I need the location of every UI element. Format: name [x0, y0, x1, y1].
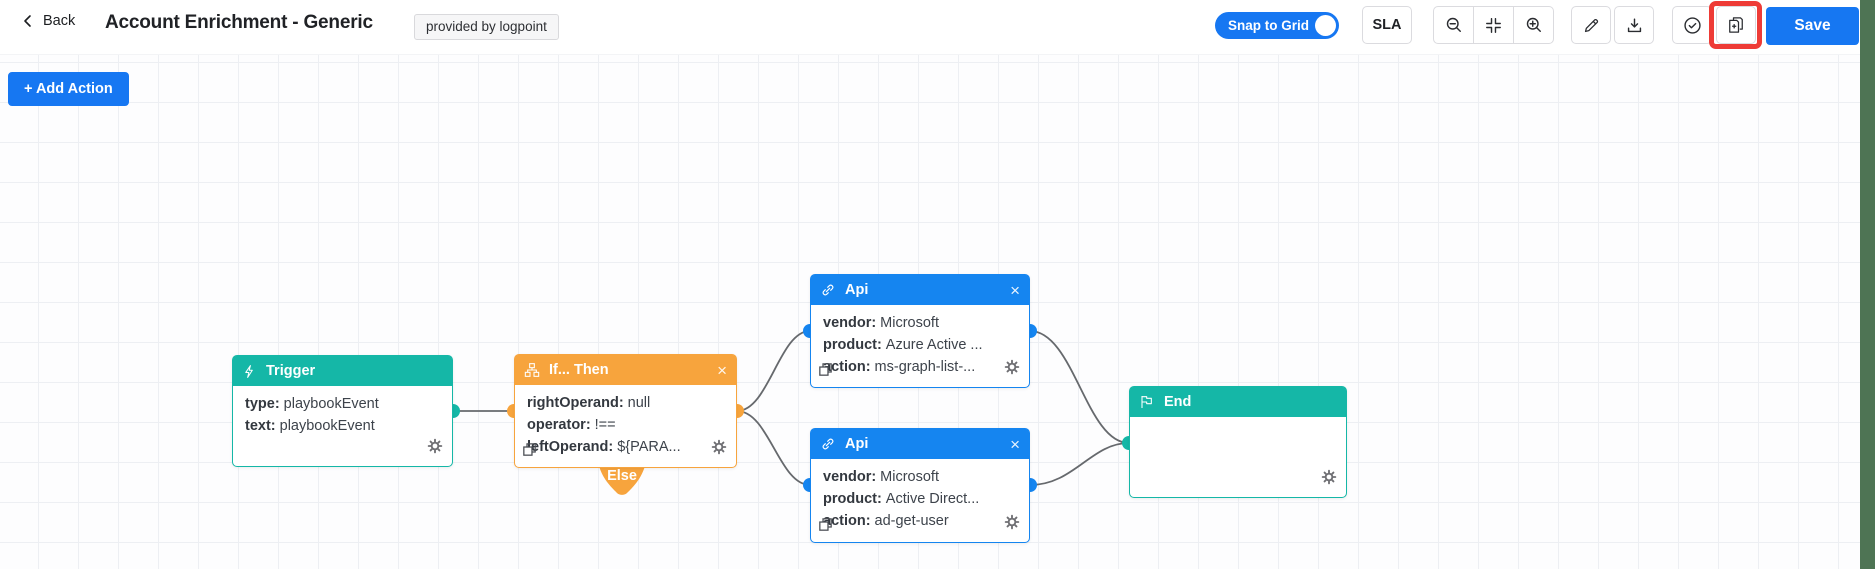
close-icon[interactable]: × — [717, 360, 727, 380]
node-field: text:playbookEvent — [245, 418, 375, 434]
duplicate-icon[interactable] — [817, 361, 834, 383]
node-if-then[interactable]: If... Then × rightOperand:null operator:… — [514, 354, 737, 468]
flag-icon — [1141, 396, 1152, 408]
node-api-bottom-body: vendor:Microsoft product:Active Direct..… — [811, 459, 1029, 542]
sla-button[interactable]: SLA — [1362, 6, 1412, 44]
zoom-out-icon — [1446, 17, 1461, 32]
node-field: action:ad-get-user — [823, 513, 949, 529]
save-button[interactable]: Save — [1766, 7, 1859, 45]
node-field: type:playbookEvent — [245, 396, 379, 412]
node-field: vendor:Microsoft — [823, 315, 939, 331]
node-field: product:Active Direct... — [823, 491, 980, 507]
node-title: If... Then — [549, 362, 609, 378]
node-title: Api — [845, 282, 869, 298]
zoom-controls — [1433, 6, 1554, 44]
pencil-icon — [1584, 18, 1598, 32]
link-icon — [822, 438, 834, 450]
gear-icon[interactable] — [711, 439, 727, 460]
node-if-then-body: rightOperand:null operator:!== leftOpera… — [515, 385, 736, 467]
node-end-body — [1130, 417, 1346, 497]
node-field: product:Azure Active ... — [823, 337, 983, 353]
node-field: leftOperand:${PARA... — [527, 439, 681, 455]
else-drop-shape — [599, 466, 645, 495]
download-icon — [1627, 17, 1641, 32]
node-if-then-header: If... Then × — [515, 355, 736, 385]
node-title: Api — [845, 436, 869, 452]
chevron-left-icon — [24, 15, 31, 27]
node-api-top-header: Api × — [811, 275, 1029, 305]
document-plus-icon — [1729, 17, 1743, 33]
fit-to-screen-icon — [1486, 17, 1501, 33]
node-api-top[interactable]: Api × vendor:Microsoft product:Azure Act… — [810, 274, 1030, 388]
else-output-port[interactable]: Else — [594, 466, 650, 499]
duplicate-icon[interactable] — [521, 441, 538, 463]
export-document-button[interactable] — [1716, 6, 1756, 44]
node-field: vendor:Microsoft — [823, 469, 939, 485]
node-api-top-body: vendor:Microsoft product:Azure Active ..… — [811, 305, 1029, 387]
add-action-button[interactable]: + Add Action — [8, 72, 129, 106]
snap-to-grid-toggle[interactable]: Snap to Grid — [1215, 12, 1339, 39]
toolbar: Back Account Enrichment - Generic provid… — [0, 0, 1875, 55]
close-icon[interactable]: × — [1010, 280, 1020, 300]
download-button[interactable] — [1614, 6, 1654, 44]
node-field: rightOperand:null — [527, 395, 651, 411]
gear-icon[interactable] — [1004, 514, 1020, 535]
sitemap-icon — [524, 363, 540, 377]
node-title: End — [1164, 394, 1192, 410]
node-title: Trigger — [266, 363, 316, 379]
page-title: Account Enrichment - Generic — [105, 12, 373, 33]
zoom-in-button[interactable] — [1513, 6, 1554, 44]
node-field: action:ms-graph-list-... — [823, 359, 976, 375]
check-circle-icon — [1683, 16, 1701, 34]
node-end-header: End — [1130, 387, 1346, 417]
fit-to-screen-button[interactable] — [1473, 6, 1514, 44]
node-field: operator:!== — [527, 417, 616, 433]
zoom-out-button[interactable] — [1433, 6, 1474, 44]
back-label: Back — [43, 13, 76, 29]
gear-icon[interactable] — [1321, 469, 1337, 490]
provider-badge: provided by logpoint — [414, 14, 559, 40]
node-end[interactable]: End — [1129, 386, 1347, 498]
node-api-bottom-header: Api × — [811, 429, 1029, 459]
else-label: Else — [607, 468, 637, 484]
snap-to-grid-label: Snap to Grid — [1228, 18, 1309, 33]
lightning-icon — [245, 364, 253, 378]
screen-edge-strip — [1860, 0, 1875, 569]
toggle-knob — [1315, 15, 1336, 36]
edit-button[interactable] — [1571, 6, 1611, 44]
validate-button[interactable] — [1672, 6, 1712, 44]
node-trigger-body: type:playbookEvent text:playbookEvent — [233, 386, 452, 466]
gear-icon[interactable] — [1004, 359, 1020, 380]
back-button[interactable]: Back — [20, 13, 75, 29]
node-trigger[interactable]: Trigger type:playbookEvent text:playbook… — [232, 355, 453, 467]
node-trigger-header: Trigger — [233, 356, 452, 386]
zoom-in-icon — [1526, 17, 1541, 32]
duplicate-icon[interactable] — [817, 516, 834, 538]
sla-label: SLA — [1372, 17, 1402, 33]
link-icon — [822, 284, 834, 296]
node-api-bottom[interactable]: Api × vendor:Microsoft product:Active Di… — [810, 428, 1030, 543]
gear-icon[interactable] — [427, 438, 443, 459]
close-icon[interactable]: × — [1010, 434, 1020, 454]
